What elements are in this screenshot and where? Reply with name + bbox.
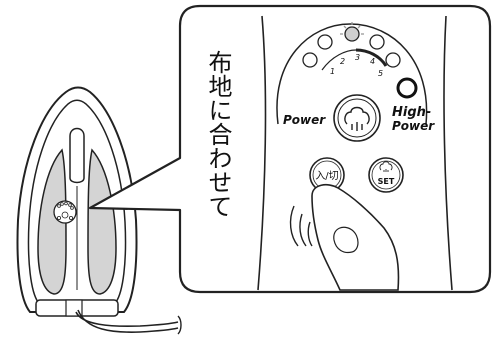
scale-number-1: 1 bbox=[330, 67, 335, 76]
high-power-label-line2: Power bbox=[392, 119, 435, 133]
panel-left-edge bbox=[257, 15, 267, 291]
panel-right-edge bbox=[443, 15, 453, 291]
lamp-5 bbox=[385, 52, 401, 68]
onoff-button-label: 入/切 bbox=[315, 170, 338, 182]
press-motion-lines bbox=[289, 205, 313, 247]
iron-handle bbox=[69, 127, 85, 184]
set-button-label: SET bbox=[378, 177, 395, 186]
scale-number-2: 2 bbox=[340, 57, 345, 66]
callout-outline bbox=[88, 4, 492, 294]
steam-iron bbox=[16, 86, 182, 335]
scale-number-5: 5 bbox=[378, 69, 383, 78]
panel-display-arc bbox=[276, 23, 428, 125]
fingernail bbox=[333, 226, 359, 254]
high-power-indicator bbox=[396, 77, 418, 99]
lamp-4 bbox=[369, 34, 385, 50]
callout-bubble bbox=[88, 4, 492, 294]
lamp-2 bbox=[317, 34, 333, 50]
power-label: Power bbox=[283, 113, 326, 127]
lamp-3-lit bbox=[344, 26, 360, 42]
lamp-glow-icon bbox=[340, 22, 364, 35]
lamp-1 bbox=[302, 52, 318, 68]
instruction-vertical-text: 布地に合わせて bbox=[204, 50, 232, 218]
set-steam-icon bbox=[379, 161, 393, 172]
high-power-label-line1: High- bbox=[392, 105, 431, 120]
temperature-scale-curve bbox=[321, 49, 357, 71]
scale-number-3: 3 bbox=[355, 53, 360, 62]
steam-icon bbox=[344, 106, 370, 131]
scale-number-4: 4 bbox=[370, 57, 375, 66]
control-panel: 1 2 3 4 5 Power High- Power 入/切 SET bbox=[257, 15, 453, 291]
